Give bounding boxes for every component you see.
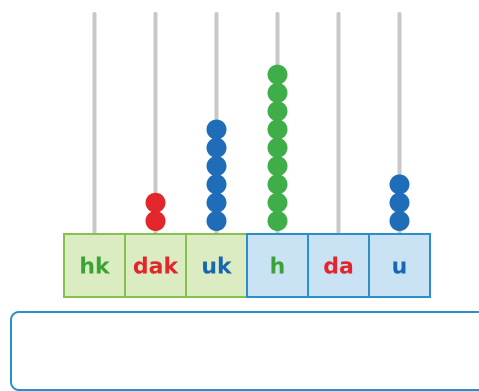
abacus-rods [92, 12, 402, 236]
bead-uk-5 [206, 137, 227, 158]
place-value-label-u: u [392, 255, 408, 280]
bead-h-9 [267, 64, 288, 85]
bead-uk-1 [206, 211, 227, 231]
bead-u-1 [389, 211, 410, 231]
bead-uk-4 [206, 156, 227, 177]
place-value-label-da: da [323, 255, 354, 280]
bead-uk-3 [206, 174, 227, 195]
bead-u-2 [389, 192, 410, 213]
abacus-beads [145, 64, 410, 231]
bead-h-2 [267, 192, 288, 213]
bead-h-6 [267, 119, 288, 140]
bead-uk-6 [206, 119, 227, 140]
bead-uk-2 [206, 192, 227, 213]
place-value-label-h: h [270, 255, 286, 280]
bead-h-1 [267, 211, 288, 231]
bead-dak-2 [145, 192, 166, 213]
place-value-label-dak: dak [133, 255, 180, 280]
bead-h-5 [267, 137, 288, 158]
bead-h-7 [267, 101, 288, 122]
bead-u-3 [389, 174, 410, 195]
bead-h-8 [267, 82, 288, 103]
bead-h-3 [267, 174, 288, 195]
place-value-boxes [63, 233, 431, 298]
answer-input-box[interactable] [10, 311, 479, 391]
place-value-cell-u [368, 233, 431, 298]
bead-h-4 [267, 156, 288, 177]
place-value-label-uk: uk [201, 255, 233, 280]
place-value-label-hk: hk [79, 255, 111, 280]
bead-dak-1 [145, 211, 166, 231]
place-value-group-thousands [63, 233, 248, 298]
